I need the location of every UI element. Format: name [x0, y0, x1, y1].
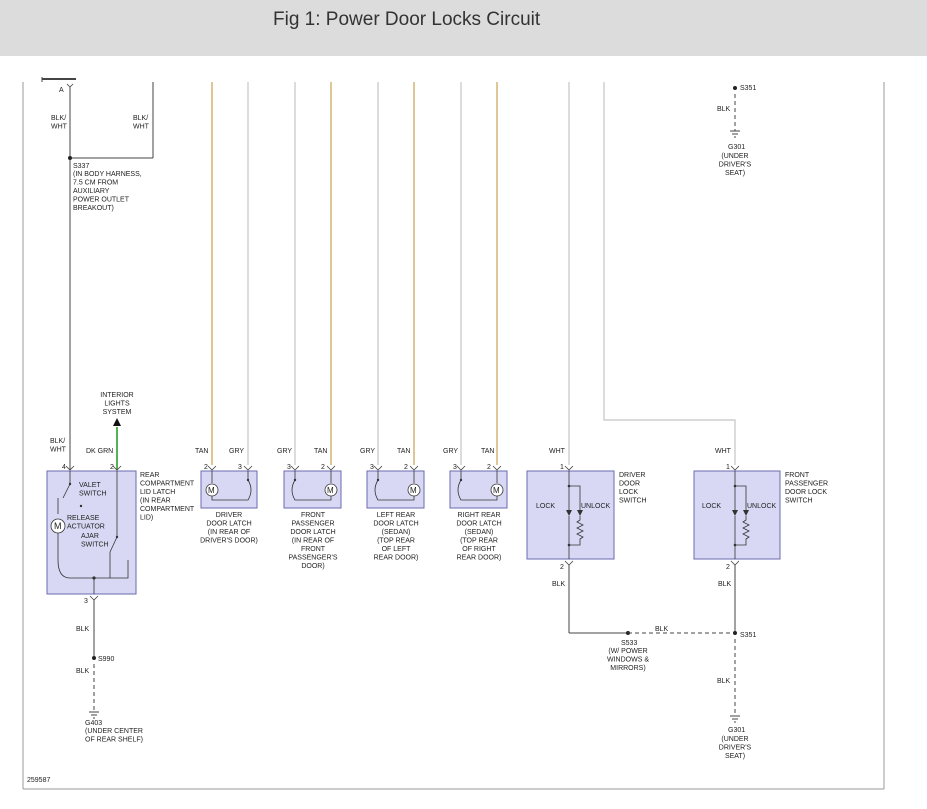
figure-id: 259587 — [27, 777, 50, 784]
left-rear-latch-pin-b: 2 — [404, 464, 408, 471]
splice-s337-name: S337 — [73, 163, 89, 170]
front-pass-latch-component — [283, 465, 342, 509]
left-rear-latch-wire-b: TAN — [397, 448, 410, 455]
wire-label-blk-top-right: BLK — [717, 106, 731, 113]
pass-switch-unlock: UNLOCK — [747, 503, 777, 510]
interior-lights-arrow-icon — [113, 418, 121, 426]
driver-latch-motor-icon: M — [208, 486, 215, 495]
ground-g301-bottom-name: G301 — [728, 727, 745, 734]
driver-switch-ground-path — [564, 560, 735, 635]
pass-switch-pin-top: 1 — [726, 464, 730, 471]
pass-switch-component — [693, 465, 781, 560]
ground-g403-name: G403 — [85, 720, 102, 727]
driver-switch-wire: WHT — [549, 448, 566, 455]
front-pass-latch-wire-a: GRY — [277, 448, 292, 455]
right-rear-latch-wire-b: TAN — [481, 448, 494, 455]
driver-switch-pin-bottom: 2 — [560, 564, 564, 571]
right-rear-latch-pin-a: 3 — [453, 464, 457, 471]
pass-switch-bottom-wire: BLK — [718, 581, 732, 588]
header-bar: Fig 1: Power Door Locks Circuit — [0, 0, 927, 56]
driver-latch-pin-b: 3 — [238, 464, 242, 471]
connector-a: A — [41, 77, 76, 94]
left-rear-latch-component — [366, 465, 425, 509]
left-rear-latch-motor-icon: M — [410, 486, 417, 495]
splice-s337-dot — [68, 156, 72, 160]
left-rear-latch-pin-a: 3 — [370, 464, 374, 471]
splice-s351-top-name: S351 — [740, 85, 756, 92]
rear-latch-bottom-pin: 3 — [84, 598, 88, 605]
rear-latch-pin-left: 4 — [62, 464, 66, 471]
ground-g301-top-name: G301 — [728, 144, 745, 151]
driver-switch-component — [526, 465, 615, 560]
rear-latch-wire-left: BLK/WHT — [50, 438, 67, 454]
driver-latch-component — [200, 465, 258, 509]
right-rear-latch-wire-a: GRY — [443, 448, 458, 455]
driver-latch-wire-b: GRY — [229, 448, 244, 455]
splice-s990-wire: BLK — [76, 668, 90, 675]
front-pass-latch-motor-icon: M — [327, 486, 334, 495]
connector-a-label: A — [59, 87, 64, 94]
pass-switch-ground-path — [730, 560, 740, 723]
wire-wht-pass-switch — [603, 82, 736, 465]
pass-switch-pin-bottom: 2 — [726, 564, 730, 571]
right-rear-latch-motor-icon: M — [493, 486, 500, 495]
splice-s533-name: S533 — [621, 640, 637, 647]
page-title: Fig 1: Power Door Locks Circuit — [273, 9, 541, 30]
rear-latch-bottom-wire: BLK — [76, 626, 90, 633]
ground-g301-top-group — [730, 86, 740, 138]
rear-latch-wire-right: DK GRN — [86, 448, 113, 455]
wire-label-blk-wht-2: BLK/WHT — [133, 115, 150, 131]
front-pass-latch-pin-b: 2 — [321, 464, 325, 471]
driver-latch-pin-a: 2 — [204, 464, 208, 471]
splice-s351-bottom-name: S351 — [740, 632, 756, 639]
driver-latch-wire-a: TAN — [195, 448, 208, 455]
driver-switch-bottom-wire: BLK — [552, 581, 566, 588]
wire-label-blk-wht-1: BLK/WHT — [51, 115, 68, 131]
left-rear-latch-wire-a: GRY — [360, 448, 375, 455]
ground-g403-path — [89, 595, 99, 719]
rear-latch-component — [46, 465, 137, 595]
rear-latch-pin-right: 2 — [110, 464, 114, 471]
right-rear-latch-component — [449, 465, 508, 509]
driver-switch-unlock: UNLOCK — [581, 503, 611, 510]
wire-label-blk-bottom-right: BLK — [717, 678, 731, 685]
front-pass-latch-wire-b: TAN — [314, 448, 327, 455]
driver-switch-pin-top: 1 — [560, 464, 564, 471]
splice-s533-wire: BLK — [655, 626, 669, 633]
front-pass-latch-pin-a: 3 — [287, 464, 291, 471]
right-rear-latch-pin-b: 2 — [487, 464, 491, 471]
splice-s990-name: S990 — [98, 656, 114, 663]
rear-latch-motor-icon: M — [54, 521, 62, 531]
pass-switch-wire: WHT — [715, 448, 732, 455]
pass-switch-lock: LOCK — [702, 503, 721, 510]
driver-switch-lock: LOCK — [536, 503, 555, 510]
